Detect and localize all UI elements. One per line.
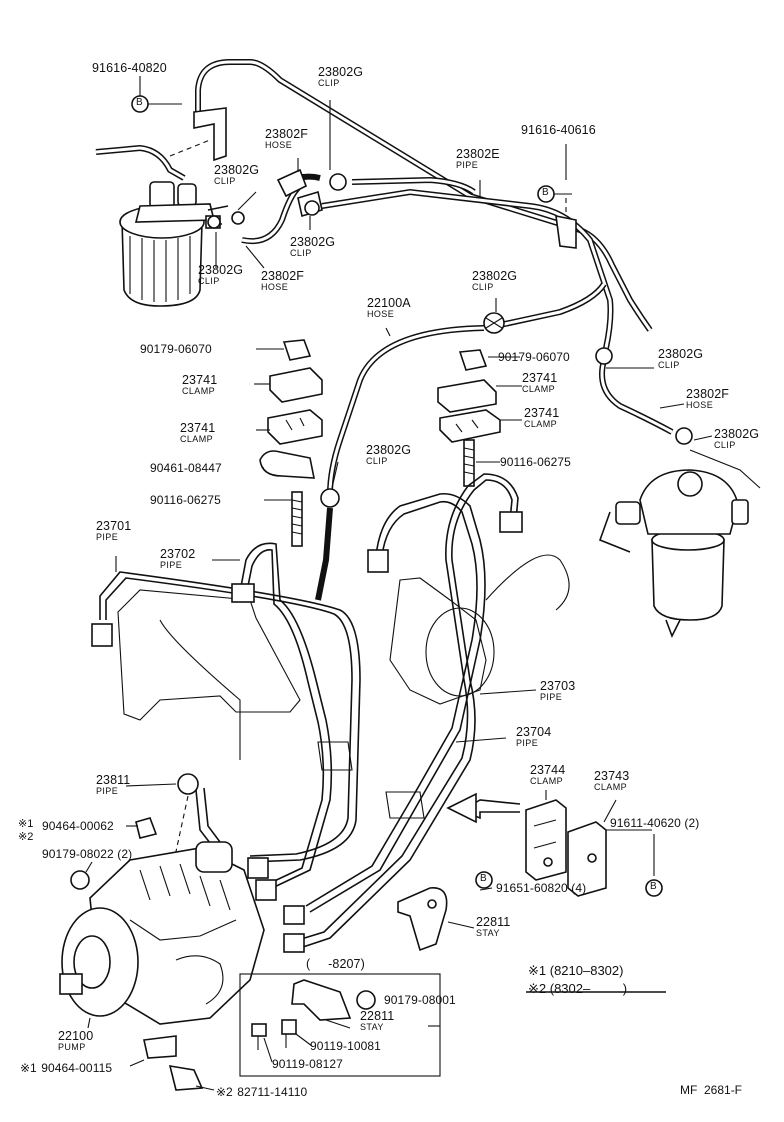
callout: 90119-10081 xyxy=(310,1039,381,1053)
callout: 90461-08447 xyxy=(150,461,222,475)
clamp-23743 xyxy=(567,821,607,897)
stay-22811-upper xyxy=(397,887,448,952)
hoses-23802f-upper xyxy=(207,168,347,244)
callout: 91616-40820 xyxy=(92,61,167,75)
callout: 90464-00062 xyxy=(42,819,114,833)
engine-block xyxy=(117,554,570,721)
b-mark: B xyxy=(650,881,657,892)
callout-star-marks: ※1※2 xyxy=(18,818,34,843)
callout: 90116-06275 xyxy=(500,455,571,469)
hose-23802f-right xyxy=(595,347,693,445)
callout: 90179-08022 (2) xyxy=(42,847,133,861)
figure-code: MF 2681-F xyxy=(680,1083,743,1097)
callout: 91651-60820 (4) xyxy=(496,881,587,895)
b-circles xyxy=(131,95,663,897)
callout: 90179-06070 xyxy=(498,350,570,364)
callout: ※1 90464-00115 xyxy=(20,1061,113,1075)
b-mark: B xyxy=(136,97,143,108)
clamp-set-right xyxy=(437,349,501,487)
clamp-set-left xyxy=(259,339,323,547)
fuel-filter-left xyxy=(119,181,229,307)
sedimenter xyxy=(598,449,761,638)
arrow-to-clamps xyxy=(446,792,521,824)
clip-22100a-top xyxy=(483,312,505,334)
bracket-upper-left xyxy=(95,107,227,181)
callout: 90119-08127 xyxy=(272,1057,343,1071)
bracket-upper-right xyxy=(555,198,577,249)
clamp-23744 xyxy=(525,799,567,881)
hose-22100a xyxy=(315,325,485,601)
pipe-23802e xyxy=(195,59,653,349)
callout: 91611-40620 (2) xyxy=(610,816,700,830)
callout: ( -8207) xyxy=(306,957,365,971)
b-mark: B xyxy=(480,873,487,884)
callout: 90179-06070 xyxy=(140,342,212,356)
stay-22811-lower xyxy=(251,979,376,1050)
injection-pipes xyxy=(91,473,523,949)
leader-lines xyxy=(85,76,713,1091)
b-mark: B xyxy=(542,187,549,198)
date-legend: ※1 (8210–8302) ※2 (8302– ) xyxy=(528,963,628,996)
callout: 91616-40616 xyxy=(521,123,596,137)
callout: 90116-06275 xyxy=(150,493,221,507)
callout: 90179-08001 xyxy=(384,993,456,1007)
injection-pump xyxy=(59,817,305,1091)
callout: ※2 82711-14110 xyxy=(216,1085,308,1099)
